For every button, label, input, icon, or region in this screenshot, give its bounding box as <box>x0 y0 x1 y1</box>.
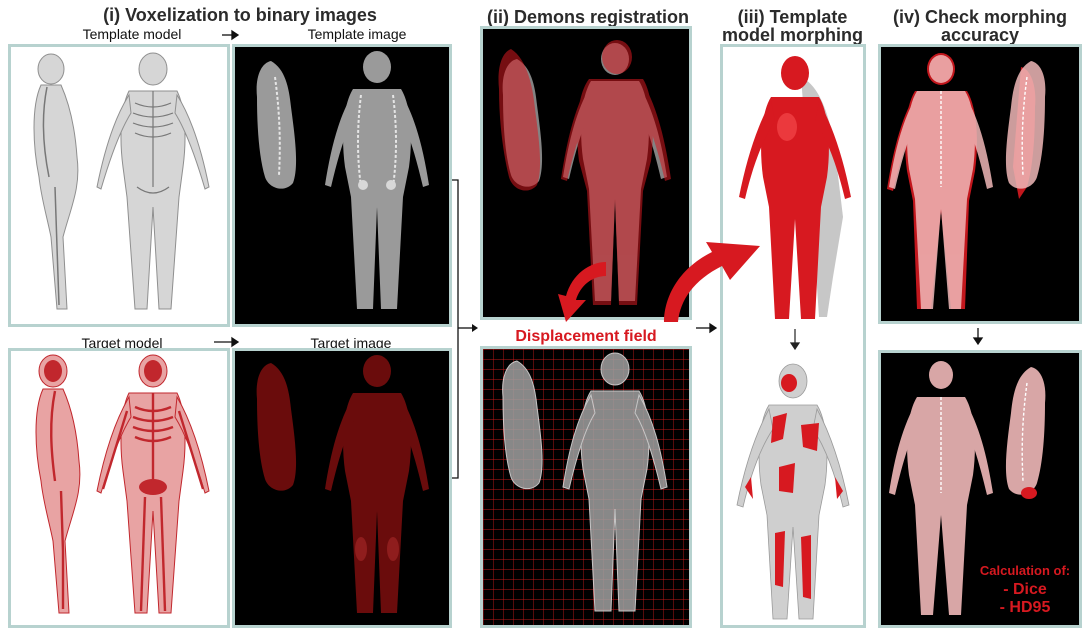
target-model-panel <box>8 348 230 628</box>
demons-overlay-panel <box>480 26 692 320</box>
displacement-field-panel <box>480 346 692 628</box>
accuracy-metrics-panel: Calculation of: - Dice - HD95 <box>878 350 1082 628</box>
metric-dice: - Dice <box>973 581 1077 599</box>
target-model-figure <box>11 351 227 625</box>
metric-hd95: - HD95 <box>973 599 1077 617</box>
accuracy-overlay-figure <box>881 47 1079 321</box>
displacement-grid-figure <box>483 349 689 625</box>
displacement-field-label: Displacement field <box>488 328 684 346</box>
model-to-image-arrow-top <box>222 31 238 39</box>
template-image-panel <box>232 44 452 327</box>
demons-overlay-figure <box>483 29 689 317</box>
demons-title: (ii) Demons registration <box>482 8 694 26</box>
morphing-title-line1: (iii) Template <box>720 8 865 26</box>
model-to-image-arrow-bottom <box>214 338 238 346</box>
accuracy-title-line2: accuracy <box>880 26 1080 44</box>
target-image-figure <box>235 351 449 625</box>
bracket-connector <box>452 180 474 478</box>
morphing-title-line2: model morphing <box>720 26 865 44</box>
template-model-panel <box>8 44 230 327</box>
accuracy-overlay-panel <box>878 44 1082 324</box>
accuracy-title-line1: (iv) Check morphing <box>880 8 1080 26</box>
template-model-label: Template model <box>62 27 202 41</box>
morphing-figures <box>723 47 863 625</box>
accuracy-down-arrow <box>974 328 982 344</box>
morphing-panel <box>720 44 866 628</box>
template-model-figure <box>11 47 227 324</box>
template-image-label: Template image <box>292 27 422 41</box>
template-image-figure <box>235 47 449 324</box>
target-image-panel <box>232 348 452 628</box>
bracket-arrow-head <box>472 324 478 332</box>
metrics-heading: Calculation of: <box>973 563 1077 578</box>
demons-to-morphing-arrow <box>696 324 716 332</box>
voxelization-title: (i) Voxelization to binary images <box>90 6 390 24</box>
